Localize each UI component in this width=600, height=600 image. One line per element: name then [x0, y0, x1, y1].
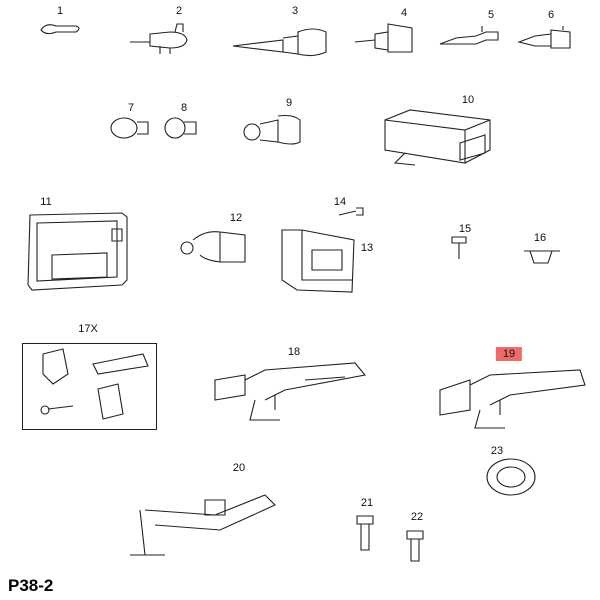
halogen-bulb-h4-icon — [130, 23, 188, 54]
headlight-level-sensor-icon — [214, 362, 367, 421]
bulb-holder-icon — [243, 114, 301, 145]
part-label-20[interactable]: 20 — [232, 462, 246, 474]
screw-icon — [338, 207, 364, 216]
part-label-21[interactable]: 21 — [360, 497, 374, 509]
part-label-13[interactable]: 13 — [360, 242, 374, 254]
part-label-7[interactable]: 7 — [127, 102, 135, 114]
part-label-5[interactable]: 5 — [487, 9, 495, 21]
part-label-2[interactable]: 2 — [175, 5, 183, 17]
socket-cap-icon — [486, 458, 536, 496]
bracket-kit-icon — [40, 348, 149, 420]
kit-17x-box — [22, 343, 157, 430]
part-label-16[interactable]: 16 — [533, 232, 547, 244]
flange-bolt-22-icon — [406, 530, 424, 562]
part-label-6[interactable]: 6 — [547, 9, 555, 21]
part-label-10[interactable]: 10 — [461, 94, 475, 106]
xenon-ballast-icon — [27, 212, 128, 291]
part-label-4[interactable]: 4 — [400, 7, 408, 19]
part-label-14[interactable]: 14 — [333, 196, 347, 208]
h7-bulb-icon — [354, 23, 413, 53]
small-bayonet-bulb-icon — [164, 117, 197, 139]
wedge-bulb-icon — [40, 24, 80, 35]
headlight-level-sensor-highlighted-icon — [439, 369, 586, 429]
level-sensor-linkage-icon — [130, 494, 276, 556]
control-module-icon — [384, 109, 491, 166]
part-label-12[interactable]: 12 — [229, 212, 243, 224]
bulb-socket-icon — [232, 28, 327, 57]
bayonet-bulb-icon — [110, 117, 149, 139]
bolt-icon — [451, 236, 467, 259]
part-label-22[interactable]: 22 — [410, 511, 424, 523]
page-code: P38-2 — [8, 576, 54, 595]
xenon-igniter-icon — [180, 231, 246, 263]
part-label-8[interactable]: 8 — [180, 102, 188, 114]
part-label-15[interactable]: 15 — [458, 223, 472, 235]
part-label-11[interactable]: 11 — [40, 196, 52, 208]
part-label-23[interactable]: 23 — [490, 445, 504, 457]
part-label-3[interactable]: 3 — [291, 5, 299, 17]
part-label-1[interactable]: 1 — [56, 5, 64, 17]
part-label-9[interactable]: 9 — [285, 97, 293, 109]
h11-bulb-icon — [517, 26, 571, 49]
clip-icon — [524, 250, 560, 264]
part-label-18[interactable]: 18 — [287, 346, 301, 358]
part-label-19-highlighted[interactable]: 19 — [495, 347, 523, 361]
bracket-icon — [281, 229, 355, 293]
flange-bolt-21-icon — [356, 515, 374, 551]
h1-bulb-icon — [439, 26, 499, 45]
part-label-17x[interactable]: 17X — [78, 323, 98, 335]
